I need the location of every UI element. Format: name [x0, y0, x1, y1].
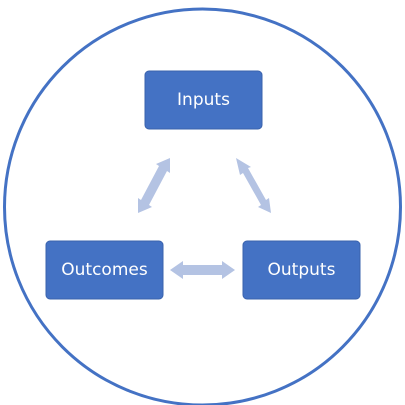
- arrow-outcomes-inputs: [138, 158, 170, 213]
- node-outcomes-box: [45, 240, 164, 300]
- arrow-outputs-outcomes: [170, 261, 235, 279]
- node-outputs-box: [242, 240, 361, 300]
- enclosing-circle: [3, 7, 402, 405]
- node-outputs-label: Outputs: [268, 260, 336, 280]
- node-inputs-label: Inputs: [177, 90, 230, 110]
- arrow-inputs-outputs: [236, 158, 271, 213]
- node-inputs-box: [144, 70, 263, 130]
- node-outcomes-label: Outcomes: [61, 260, 148, 280]
- node-inputs: Inputs: [144, 70, 263, 130]
- node-outcomes: Outcomes: [45, 240, 164, 300]
- node-outputs: Outputs: [242, 240, 361, 300]
